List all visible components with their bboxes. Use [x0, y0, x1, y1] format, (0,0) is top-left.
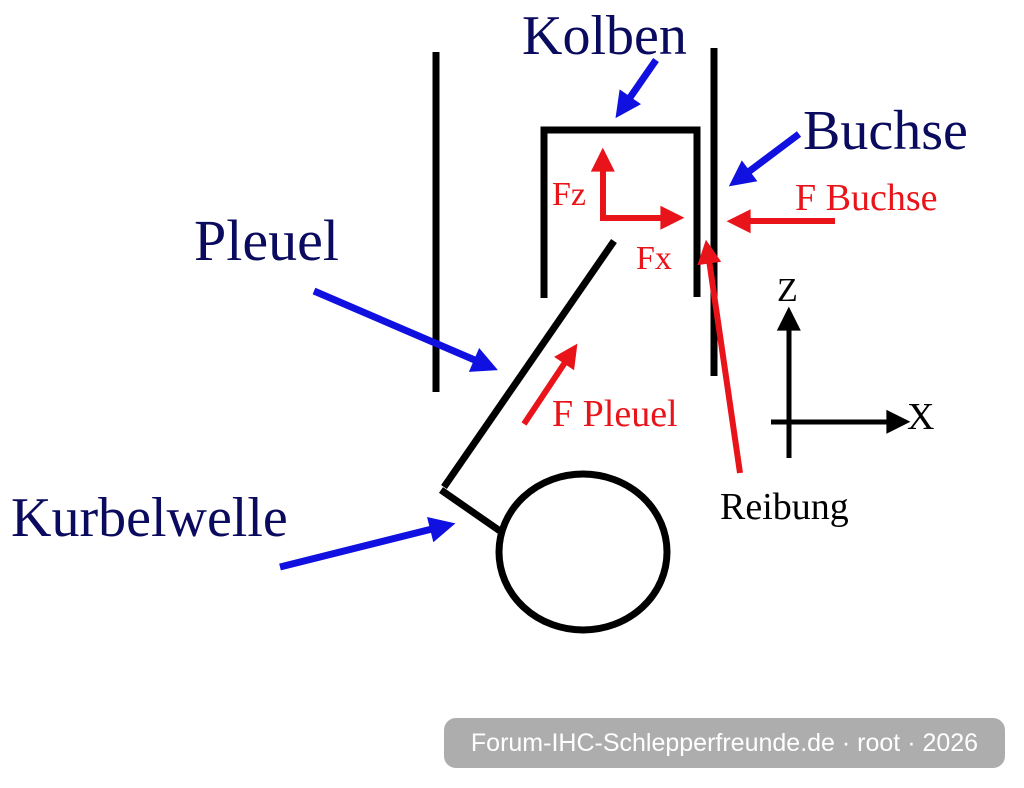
fx-label: Fx	[636, 240, 672, 277]
connecting-rod	[441, 239, 617, 489]
pleuel-pointer-arrow	[312, 287, 498, 372]
reibung-arrow	[697, 239, 743, 474]
buchse-label: Buchse	[803, 100, 968, 162]
kurbelwelle-label: Kurbelwelle	[11, 487, 288, 549]
f-buchse-label: F Buchse	[795, 177, 938, 219]
f-pleuel-label: F Pleuel	[552, 393, 678, 435]
buchse-pointer-arrow	[728, 131, 802, 187]
x-axis-label: X	[907, 396, 935, 438]
crankshaft-circle	[495, 470, 671, 634]
fz-label: Fz	[552, 176, 586, 213]
z-axis-label: Z	[777, 272, 798, 309]
kolben-pointer-arrow	[615, 58, 659, 119]
crank-arm	[439, 487, 502, 534]
kurbelwelle-pointer-arrow	[279, 517, 456, 571]
piston	[540, 126, 701, 298]
reibung-label: Reibung	[720, 486, 849, 528]
watermark-badge: Forum-IHC-Schlepperfreunde.de · root · 2…	[444, 718, 1005, 768]
kolben-label: Kolben	[522, 5, 687, 67]
pleuel-label: Pleuel	[194, 208, 339, 273]
f-pleuel-arrow	[521, 343, 578, 426]
